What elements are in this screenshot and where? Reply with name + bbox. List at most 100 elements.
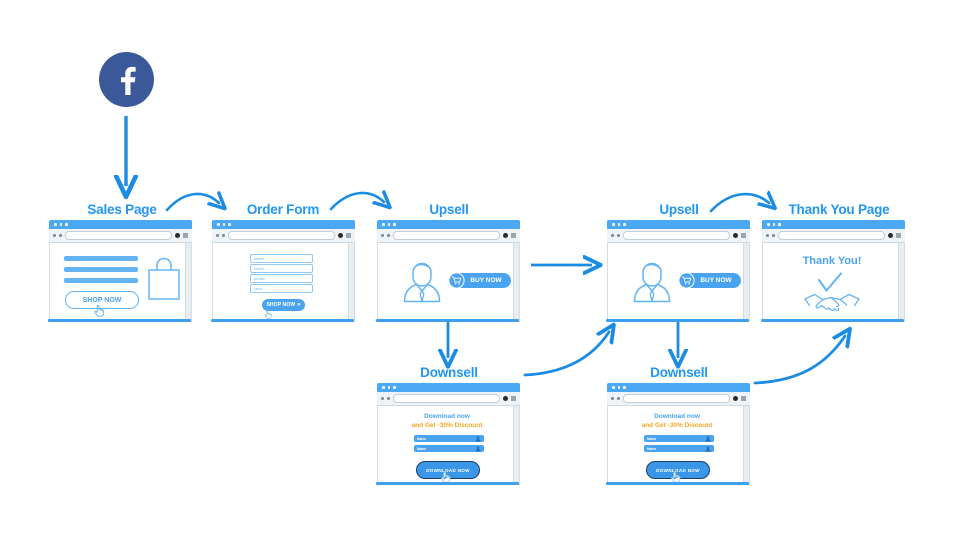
hand-cursor-icon (441, 471, 451, 483)
buy-now-button[interactable]: BUY NOW (449, 273, 511, 288)
window-dot-icon (772, 223, 775, 226)
address-bar-input[interactable] (623, 231, 730, 240)
menu-icon[interactable] (741, 233, 746, 238)
record-icon (888, 233, 893, 238)
node-title-downsell-2: Downsell (650, 365, 708, 380)
buy-now-button[interactable]: BUY NOW (679, 273, 741, 288)
window-dot-icon (623, 223, 626, 226)
record-icon (503, 233, 508, 238)
scrollbar[interactable] (898, 243, 904, 321)
scrollbar[interactable] (743, 243, 749, 321)
forward-arrow-icon[interactable] (617, 234, 620, 237)
shop-now-label: SHOP NOW (82, 296, 122, 304)
browser-card-upsell-2[interactable]: BUY NOW (606, 220, 750, 322)
node-title-thank-you: Thank You Page (788, 202, 890, 217)
node-title-upsell-1: Upsell (429, 202, 469, 217)
downsell-field-name-1[interactable]: Name (414, 435, 484, 442)
node-title-downsell-1: Downsell (420, 365, 478, 380)
downsell-field-name-2[interactable]: Name (414, 445, 484, 452)
back-arrow-icon[interactable] (381, 234, 384, 237)
window-dot-icon (617, 223, 620, 226)
window-dot-icon (228, 223, 231, 226)
address-bar-input[interactable] (393, 231, 500, 240)
order-field-email[interactable]: email (250, 264, 313, 273)
window-dot-icon (382, 223, 385, 226)
back-arrow-icon[interactable] (611, 234, 614, 237)
window-dot-icon (54, 223, 57, 226)
scrollbar[interactable] (185, 243, 191, 321)
node-baseline (761, 319, 904, 322)
forward-arrow-icon[interactable] (617, 397, 620, 400)
window-dot-icon (382, 386, 385, 389)
address-bar-input[interactable] (623, 394, 730, 403)
forward-arrow-icon[interactable] (222, 234, 225, 237)
browser-titlebar (49, 220, 192, 229)
content-bar (64, 267, 138, 272)
browser-titlebar (762, 220, 905, 229)
browser-toolbar (607, 392, 750, 406)
field-placeholder: name (254, 256, 264, 261)
order-field-name[interactable]: name (250, 254, 313, 263)
record-icon (175, 233, 180, 238)
forward-arrow-icon[interactable] (387, 234, 390, 237)
forward-arrow-icon[interactable] (59, 234, 62, 237)
address-bar-input[interactable] (228, 231, 335, 240)
buy-now-label: BUY NOW (700, 277, 732, 284)
shop-now-button[interactable]: SHOP NOW (65, 291, 139, 309)
forward-arrow-icon[interactable] (387, 397, 390, 400)
menu-icon[interactable] (346, 233, 351, 238)
field-placeholder: Name (417, 446, 427, 451)
back-arrow-icon[interactable] (216, 234, 219, 237)
downsell-field-name-2[interactable]: Name (644, 445, 714, 452)
back-arrow-icon[interactable] (766, 234, 769, 237)
browser-titlebar (607, 383, 750, 392)
menu-icon[interactable] (511, 396, 516, 401)
address-bar-input[interactable] (393, 394, 500, 403)
back-arrow-icon[interactable] (53, 234, 56, 237)
menu-icon[interactable] (741, 396, 746, 401)
window-dot-icon (387, 386, 390, 389)
node-title-sales-page: Sales Page (87, 202, 157, 217)
order-field-card[interactable]: card (250, 284, 313, 293)
scrollbar[interactable] (513, 243, 519, 321)
field-placeholder: Name (417, 436, 427, 441)
menu-icon[interactable] (511, 233, 516, 238)
scrollbar[interactable] (348, 243, 354, 321)
browser-toolbar (377, 229, 520, 243)
downsell-field-name-1[interactable]: Name (644, 435, 714, 442)
node-baseline (376, 319, 519, 322)
browser-card-downsell-2[interactable]: Download now and Get -30% Discount Name … (606, 383, 750, 485)
menu-icon[interactable] (896, 233, 901, 238)
browser-card-thank-you[interactable]: Thank You! (761, 220, 905, 322)
browser-card-order-form[interactable]: name email phone card SHOP NOW » (211, 220, 355, 322)
field-placeholder: phone (254, 276, 266, 281)
window-dot-icon (612, 223, 615, 226)
menu-icon[interactable] (183, 233, 188, 238)
scrollbar[interactable] (743, 406, 749, 484)
forward-arrow-icon[interactable] (772, 234, 775, 237)
field-placeholder: card (254, 286, 262, 291)
window-dot-icon (59, 223, 62, 226)
node-baseline (376, 482, 519, 485)
order-field-phone[interactable]: phone (250, 274, 313, 283)
page-viewport: Download now and Get -30% Discount Name … (607, 406, 750, 485)
address-bar-input[interactable] (65, 231, 172, 240)
browser-card-sales-page[interactable]: SHOP NOW (48, 220, 192, 322)
person-field-icon (705, 435, 711, 442)
downsell-headline: Download now (424, 413, 470, 420)
node-baseline (48, 319, 191, 322)
window-dot-icon (393, 223, 396, 226)
shop-now-button[interactable]: SHOP NOW » (262, 299, 305, 311)
browser-card-downsell-1[interactable]: Download now and Get -30% Discount Name … (376, 383, 520, 485)
hand-cursor-icon (264, 310, 272, 319)
hand-cursor-icon (94, 304, 105, 317)
node-title-order-form: Order Form (246, 202, 320, 217)
facebook-icon[interactable] (99, 52, 154, 107)
address-bar-input[interactable] (778, 231, 885, 240)
browser-titlebar (377, 383, 520, 392)
thank-you-message: Thank You! (802, 255, 862, 267)
browser-card-upsell-1[interactable]: BUY NOW (376, 220, 520, 322)
back-arrow-icon[interactable] (611, 397, 614, 400)
back-arrow-icon[interactable] (381, 397, 384, 400)
scrollbar[interactable] (513, 406, 519, 484)
